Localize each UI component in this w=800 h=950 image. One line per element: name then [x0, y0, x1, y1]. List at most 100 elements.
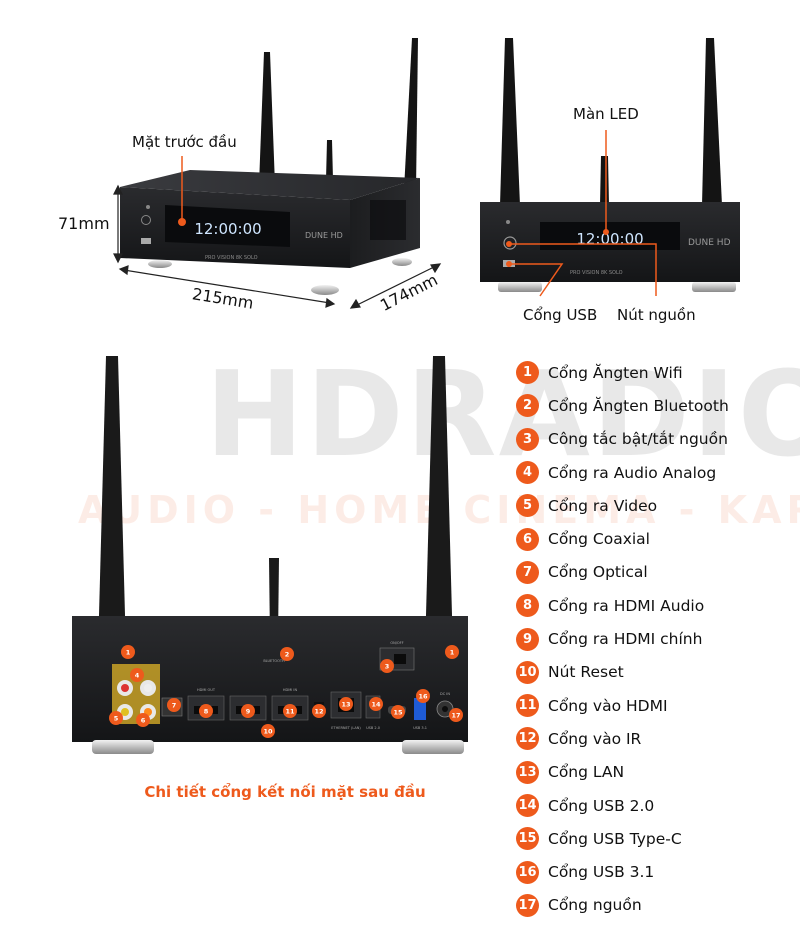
svg-text:9: 9 [246, 708, 251, 716]
brand-text: DUNE HD [305, 231, 343, 240]
box-top [120, 170, 420, 200]
legend-badge: 8 [516, 594, 539, 618]
legend-badge: 17 [516, 893, 539, 917]
legend-item: 7 Cổng Optical [516, 556, 786, 589]
legend-badge: 10 [516, 660, 539, 684]
svg-text:6: 6 [141, 717, 146, 725]
display-time-text: 12:00:00 [194, 220, 261, 238]
legend-label: Cổng ra Audio Analog [548, 463, 717, 482]
svg-text:3: 3 [385, 663, 390, 671]
height-dimension: 71mm [58, 214, 110, 233]
rear-antenna-left [98, 356, 126, 652]
legend-label: Cổng USB Type-C [548, 829, 682, 848]
usb-label: Cổng USB [523, 306, 598, 324]
svg-text:8: 8 [204, 708, 209, 716]
legend-item: 1 Cổng Ăngten Wifi [516, 356, 786, 389]
svg-text:13: 13 [341, 701, 350, 709]
wifi-antenna-left [259, 52, 275, 185]
dc-label: DC IN [440, 692, 450, 696]
rear-antenna-right [425, 356, 453, 652]
svg-text:2: 2 [285, 651, 290, 659]
face-power-button [503, 236, 517, 250]
face-model-text: PRO VISION 8K SOLO [570, 270, 623, 276]
legend-badge: 3 [516, 427, 539, 451]
bluetooth-antenna [326, 140, 333, 180]
legend-label: Cổng nguồn [548, 896, 642, 915]
usb-port-front [141, 238, 151, 244]
svg-text:10: 10 [263, 728, 273, 736]
onoff-label: ON/OFF [390, 641, 403, 645]
front-view-illustration: 12:00:00 DUNE HD PRO VISION 8K SOLO [113, 38, 442, 309]
svg-text:15: 15 [393, 709, 403, 717]
legend-badge: 1 [516, 361, 539, 385]
legend-label: Cổng Coaxial [548, 530, 650, 549]
legend-badge: 16 [516, 860, 539, 884]
usb31-label: USB 3.1 [413, 726, 427, 730]
legend-label: Cổng ra Video [548, 496, 658, 515]
svg-text:5: 5 [114, 715, 119, 723]
legend-label: Cổng USB 3.1 [548, 863, 655, 882]
led-label: Màn LED [573, 105, 639, 123]
legend-item: 2 Cổng Ăngten Bluetooth [516, 389, 786, 422]
watermark-logo: HDRADIO [205, 345, 800, 483]
front-label: Mặt trước đầu [132, 133, 237, 151]
legend-badge: 13 [516, 760, 539, 784]
usb-callout-line [509, 263, 564, 297]
legend-item: 17 Cổng nguồn [516, 889, 786, 922]
hdmi-in-label: HDMI IN [283, 688, 298, 692]
legend-item: 5 Cổng ra Video [516, 489, 786, 522]
usb31-port [414, 698, 426, 720]
legend-item: 3 Công tắc bật/tắt nguồn [516, 423, 786, 456]
legend-badge: 2 [516, 394, 539, 418]
legend-label: Cổng Ăngten Wifi [548, 363, 683, 382]
front-display [165, 205, 290, 247]
legend-label: Cổng Ăngten Bluetooth [548, 396, 729, 415]
legend-badge: 11 [516, 694, 539, 718]
svg-text:14: 14 [371, 701, 381, 709]
face-antenna-center [600, 156, 609, 205]
legend-label: Cổng ra HDMI Audio [548, 596, 705, 615]
svg-text:16: 16 [418, 693, 428, 701]
legend-label: Công tắc bật/tắt nguồn [548, 430, 728, 449]
legend-item: 15 Cổng USB Type-C [516, 822, 786, 855]
face-antenna-left [500, 38, 520, 205]
legend-badge: 12 [516, 727, 539, 751]
legend-item: 13 Cổng LAN [516, 756, 786, 789]
legend-item: 6 Cổng Coaxial [516, 522, 786, 555]
legend-label: Cổng LAN [548, 763, 625, 782]
legend-label: Cổng vào IR [548, 729, 642, 748]
port-legend: 1 Cổng Ăngten Wifi 2 Cổng Ăngten Bluetooth… [516, 356, 786, 922]
legend-item: 8 Cổng ra HDMI Audio [516, 589, 786, 622]
legend-badge: 15 [516, 827, 539, 851]
hdmi-out-label: HDMI OUT [197, 688, 216, 692]
svg-text:17: 17 [451, 712, 460, 720]
legend-item: 4 Cổng ra Audio Analog [516, 456, 786, 489]
legend-badge: 4 [516, 461, 539, 485]
lan-label: ETHERNET (LAN) [331, 726, 361, 730]
legend-label: Cổng ra HDMI chính [548, 630, 703, 649]
svg-text:11: 11 [285, 708, 295, 716]
usb2-label: USB 2.0 [366, 726, 380, 730]
legend-item: 16 Cổng USB 3.1 [516, 855, 786, 888]
power-button [141, 215, 151, 225]
legend-label: Cổng Optical [548, 563, 648, 582]
legend-badge: 7 [516, 560, 539, 584]
wifi-antenna-right [404, 38, 418, 190]
svg-text:7: 7 [172, 702, 177, 710]
face-antenna-right [702, 38, 722, 205]
power-callout-line [509, 243, 657, 296]
svg-text:12: 12 [314, 708, 323, 716]
legend-item: 9 Cổng ra HDMI chính [516, 622, 786, 655]
power-label: Nút nguồn [617, 306, 696, 324]
legend-badge: 9 [516, 627, 539, 651]
svg-text:1: 1 [126, 649, 131, 657]
legend-badge: 5 [516, 494, 539, 518]
legend-item: 12 Cổng vào IR [516, 722, 786, 755]
rear-caption: Chi tiết cổng kết nối mặt sau đầu [144, 783, 426, 801]
face-brand-text: DUNE HD [688, 238, 731, 248]
front-face-illustration: 12:00:00 DUNE HD PRO VISION 8K SOLO [480, 38, 740, 297]
dimension-arrows [113, 184, 442, 309]
legend-badge: 6 [516, 527, 539, 551]
